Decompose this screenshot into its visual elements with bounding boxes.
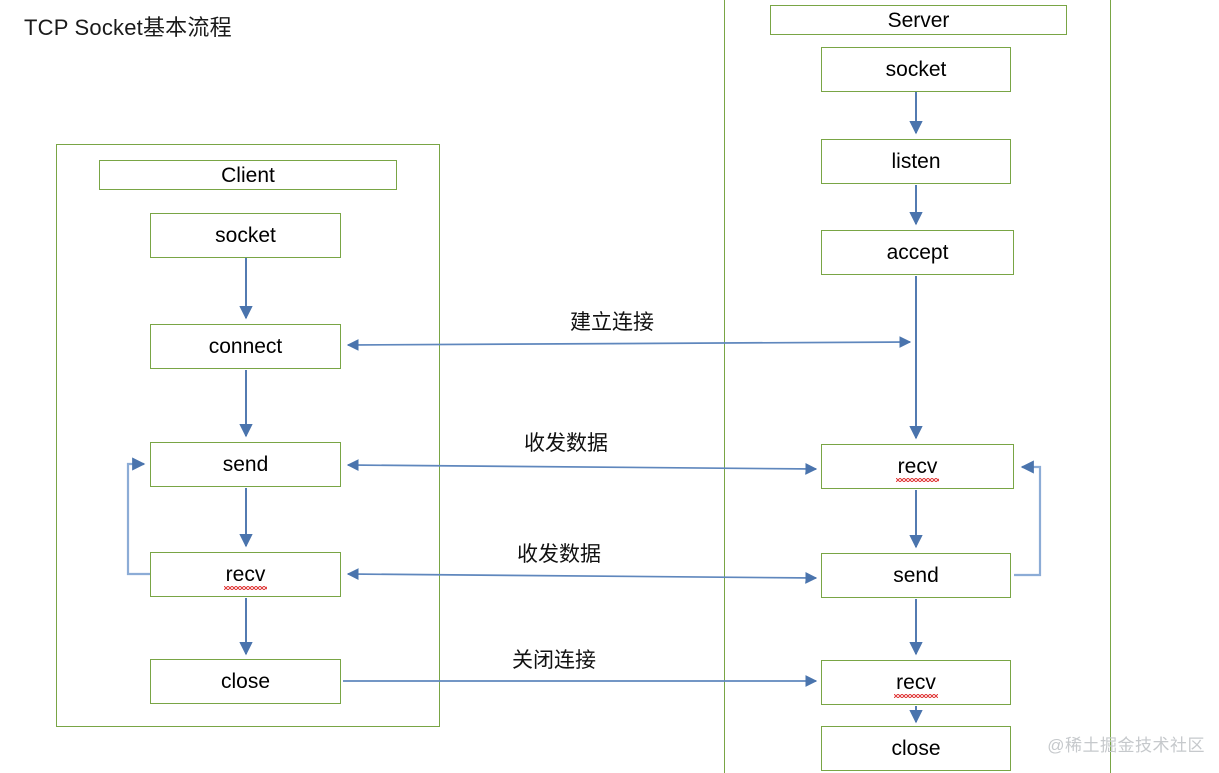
client-container <box>56 144 440 727</box>
label-link-data-1: 收发数据 <box>524 432 608 455</box>
node-server-recv2-label: recv <box>894 671 938 698</box>
server-container-left-rail <box>724 0 725 773</box>
node-server-recv2[interactable]: recv <box>821 660 1011 705</box>
server-header-box: Server <box>770 5 1067 35</box>
node-server-recv[interactable]: recv <box>821 444 1014 489</box>
node-server-send[interactable]: send <box>821 553 1011 598</box>
arrow-server-loop-send-to-recv <box>1014 460 1042 577</box>
node-client-send[interactable]: send <box>150 442 341 487</box>
server-container-right-rail <box>1110 0 1111 773</box>
node-server-accept[interactable]: accept <box>821 230 1014 275</box>
watermark: @稀土掘金技术社区 <box>1047 736 1205 755</box>
node-client-recv[interactable]: recv <box>150 552 341 597</box>
node-client-recv-label: recv <box>223 563 268 590</box>
client-header-box: Client <box>99 160 397 190</box>
label-link-data-2: 收发数据 <box>517 543 601 566</box>
node-client-socket[interactable]: socket <box>150 213 341 258</box>
node-server-socket[interactable]: socket <box>821 47 1011 92</box>
node-server-recv-label: recv <box>895 455 940 482</box>
node-server-listen[interactable]: listen <box>821 139 1011 184</box>
label-link-establish: 建立连接 <box>570 311 654 334</box>
label-link-close: 关闭连接 <box>512 649 596 672</box>
node-server-close[interactable]: close <box>821 726 1011 771</box>
node-client-close[interactable]: close <box>150 659 341 704</box>
page-title: TCP Socket基本流程 <box>24 15 232 40</box>
node-client-connect[interactable]: connect <box>150 324 341 369</box>
